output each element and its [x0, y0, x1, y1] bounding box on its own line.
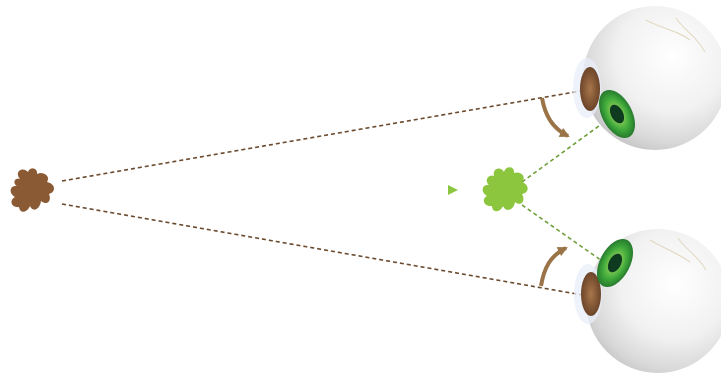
top-rotation-arrow-icon — [542, 98, 568, 136]
far-sightline-top — [62, 89, 592, 181]
top-eye-icon — [573, 6, 721, 150]
near-sightlines — [522, 123, 605, 263]
far-object-icon — [11, 168, 54, 211]
bottom-eye-icon — [574, 229, 721, 373]
near-object-icon — [483, 167, 528, 211]
far-sightline-bottom — [62, 204, 594, 297]
bottom-rotation-arrow-icon — [541, 248, 566, 286]
near-sightline-bottom — [522, 205, 605, 263]
